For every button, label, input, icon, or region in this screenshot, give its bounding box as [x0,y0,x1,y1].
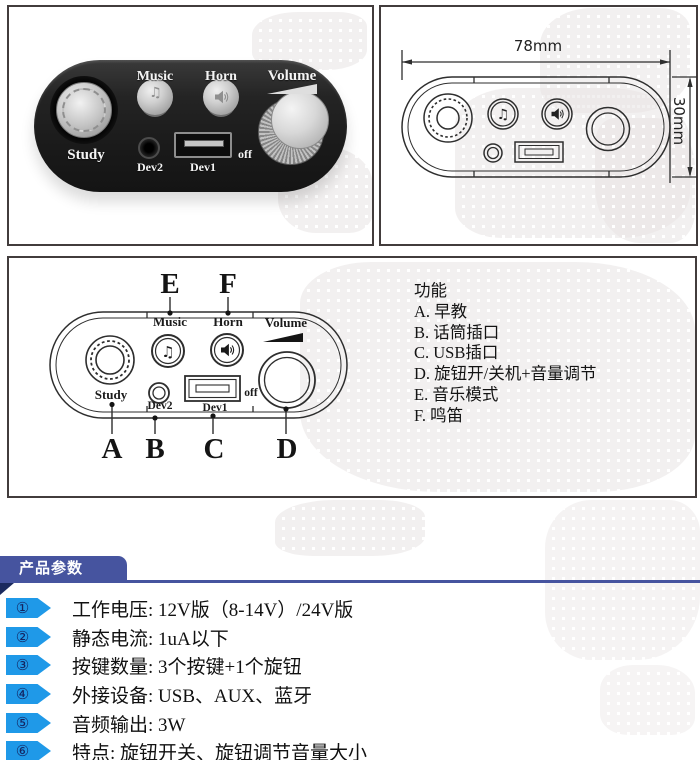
watermark-pattern [300,262,695,492]
param-text: 工作电压: 12V版（8-14V）/24V版 [72,600,354,621]
volume-wedge [263,333,303,342]
music-label: Music [136,69,174,84]
diagram-panel [7,256,697,498]
param-text: 音频输出: 3W [72,715,186,736]
params-header-fold [0,583,14,595]
off-label: off [244,387,258,399]
callout-b: B [145,433,165,465]
param-row: ⑥ 特点: 旋钮开关、旋钮调节音量大小 [0,741,700,760]
technical-drawing: ♫ [401,50,697,183]
usb-slot [184,140,224,147]
callout-f: F [219,268,237,300]
dev2-label: Dev2 [147,400,173,412]
param-row: ③ 按键数量: 3个按键+1个旋钮 [0,655,700,679]
function-legend: 功能 A. 早教 B. 话筒插口 C. USB插口 D. 旋钮开/关机+音量调节… [414,281,597,427]
function-legend-title: 功能 [414,281,447,300]
param-number: ① [15,599,30,617]
param-text: 外接设备: USB、AUX、蓝牙 [72,686,313,707]
dev1-label: Dev1 [190,160,216,174]
param-number: ④ [15,685,30,703]
watermark-pattern [600,665,695,735]
volume-wedge [267,84,317,94]
param-number: ⑤ [15,714,30,732]
param-row: ① 工作电压: 12V版（8-14V）/24V版 [0,598,700,622]
param-arrow [6,627,51,647]
volume-label: Volume [267,68,317,84]
music-note-icon: ♫ [149,85,162,101]
speaker-icon [215,90,229,104]
study-knob-cap [62,88,106,132]
function-item: E. 音乐模式 [414,384,499,404]
drawing-panel [379,5,698,246]
function-item: A. 早教 [414,301,468,321]
param-arrow [6,655,51,675]
speaker-icon [551,108,564,120]
param-arrow [6,598,51,618]
param-text: 按键数量: 3个按键+1个旋钮 [72,657,302,678]
callout-a: A [101,433,123,465]
horn-label: Horn [213,314,243,329]
music-note-icon: ♫ [497,107,510,123]
callout-d: D [276,433,298,465]
param-row: ② 静态电流: 1uA以下 [0,627,700,651]
function-item: D. 旋钮开/关机+音量调节 [414,364,597,384]
param-number: ③ [15,656,30,674]
dev1-label: Dev1 [202,402,228,414]
function-item: B. 话筒插口 [414,322,500,342]
music-button [137,79,173,115]
music-label: Music [153,314,187,329]
param-text: 特点: 旋钮开关、旋钮调节音量大小 [72,743,368,760]
callout-e: E [160,268,180,300]
param-number: ⑥ [15,742,30,760]
height-dimension: 30mm [670,96,689,146]
param-arrow [6,713,51,733]
study-label: Study [94,387,128,402]
dev2-label: Dev2 [137,160,163,174]
off-label: off [238,147,252,161]
params-header-rule [0,580,700,583]
function-item: C. USB插口 [414,343,499,363]
param-row: ④ 外接设备: USB、AUX、蓝牙 [0,684,700,708]
watermark-pattern [275,500,425,556]
horn-label: Horn [205,69,237,84]
callout-c: C [203,433,225,465]
volume-label: Volume [264,315,308,330]
param-text: 静态电流: 1uA以下 [72,629,229,650]
param-arrow [6,684,51,704]
param-number: ② [15,628,30,646]
param-arrow [6,741,51,760]
volume-knob-cap [271,91,329,149]
study-label: Study [67,147,105,163]
callout-diagram: ♫ [49,297,348,434]
param-row: ⑤ 音频输出: 3W [0,713,700,737]
photo-panel: Study Music ♫ Horn Volume Dev2 Dev1 off [7,5,374,246]
music-note-icon: ♫ [161,343,174,361]
speaker-icon [221,343,235,357]
width-dimension: 78mm [513,37,563,55]
params-header-tab: 产品参数 [0,556,127,582]
headphone-jack [138,137,160,159]
function-item: F. 鸣笛 [414,405,464,425]
